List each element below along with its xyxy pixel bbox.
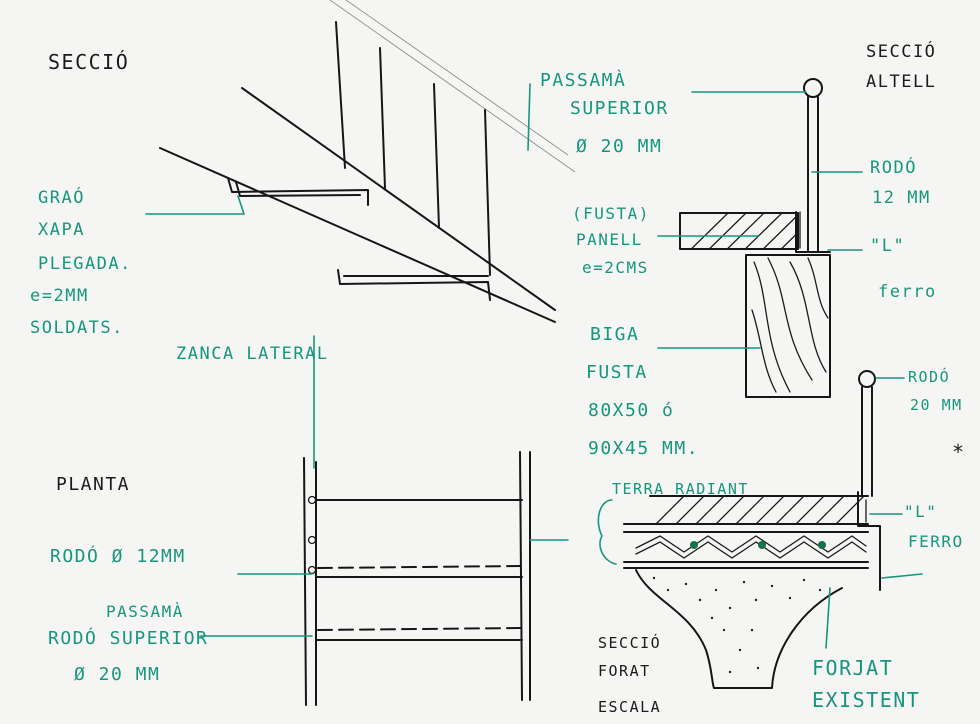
label-grao-5: SOLDATS. xyxy=(30,318,124,338)
label-grao-4: e=2MM xyxy=(30,286,89,306)
label-panell-2: PANELL xyxy=(576,230,643,249)
forat-section xyxy=(623,370,881,689)
label-passama-plan-2: RODÓ SUPERIOR xyxy=(48,628,209,649)
title-seccio-forat-3: ESCALA xyxy=(598,698,662,716)
label-passama-3: Ø 20 MM xyxy=(576,136,663,157)
label-zanca-lateral: ZANCA LATERAL xyxy=(176,344,329,364)
label-passama-plan-1: PASSAMÀ xyxy=(106,602,184,621)
label-l-ferro-top-2: ferro xyxy=(878,282,937,302)
title-seccio-altell-2: ALTELL xyxy=(866,72,937,92)
asterisk-mark: * xyxy=(952,440,966,464)
label-l-ferro-bottom-1: "L" xyxy=(904,502,938,521)
label-l-ferro-top-1: "L" xyxy=(870,236,906,256)
label-passama-2: SUPERIOR xyxy=(570,98,669,119)
label-biga-2: FUSTA xyxy=(586,362,648,383)
label-forjat-2: EXISTENT xyxy=(812,688,921,712)
label-passama-plan-3: Ø 20 MM xyxy=(74,664,161,685)
label-rodo12-plan: RODÓ Ø 12MM xyxy=(50,546,186,567)
title-planta: PLANTA xyxy=(56,474,131,495)
label-grao-2: XAPA xyxy=(38,220,85,240)
annotation-leaders xyxy=(145,83,923,649)
title-seccio-forat-1: SECCIÓ xyxy=(598,634,662,652)
stair-section xyxy=(159,0,576,323)
label-terra-radiant: TERRA RADIANT xyxy=(612,480,749,498)
label-biga-3: 80X50 ó xyxy=(588,400,675,421)
title-seccio-altell-1: SECCIÓ xyxy=(866,42,937,62)
title-seccio: SECCIÓ xyxy=(48,50,130,74)
label-forjat-1: FORJAT xyxy=(812,656,894,680)
label-grao-3: PLEGADA. xyxy=(38,254,132,274)
label-passama-1: PASSAMÀ xyxy=(540,70,627,91)
label-rodo12-2: 12 MM xyxy=(872,188,931,208)
label-panell-1: (FUSTA) xyxy=(572,204,650,223)
label-grao-1: GRAÓ xyxy=(38,188,85,208)
label-rodo20-2: 20 MM xyxy=(910,396,963,414)
label-panell-3: e=2CMS xyxy=(582,258,649,277)
label-biga-1: BIGA xyxy=(590,324,640,345)
title-seccio-forat-2: FORAT xyxy=(598,662,651,680)
label-rodo20-1: RODÓ xyxy=(908,368,951,386)
altell-section xyxy=(679,78,831,398)
label-rodo12-1: RODÓ xyxy=(870,158,917,178)
label-biga-4: 90X45 MM. xyxy=(588,438,700,459)
label-l-ferro-bottom-2: FERRO xyxy=(908,532,964,551)
plan-view xyxy=(303,451,531,706)
